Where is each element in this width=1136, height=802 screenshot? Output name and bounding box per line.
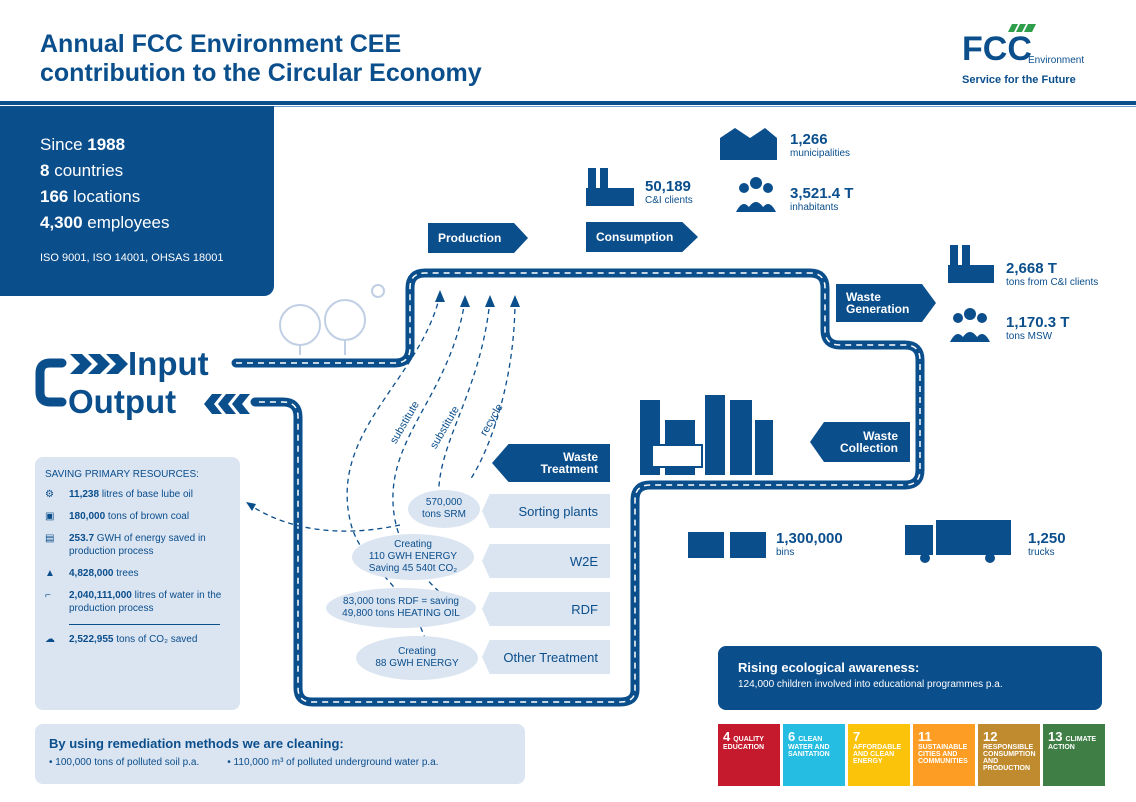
coal-cart-icon: ▣	[45, 511, 55, 522]
resource-item: ☁2,522,955 tons of CO₂ saved	[45, 634, 198, 645]
sign-waste-generation: Waste Generation	[836, 284, 936, 322]
resources-header: SAVING PRIMARY RESOURCES:	[45, 469, 199, 480]
iso-certifications: ISO 9001, ISO 14001, OHSAS 18001	[40, 252, 224, 264]
awareness-header: Rising ecological awareness:	[738, 660, 920, 675]
battery-icon: ▤	[45, 533, 55, 544]
awareness-text: 124,000 children involved into education…	[738, 679, 1003, 690]
treatment-sorting: Sorting plants	[482, 494, 610, 528]
sign-waste-treatment: Waste Treatment	[492, 444, 610, 482]
sdg-tile-11: 11SUSTAINABLE CITIES AND COMMUNITIES	[913, 724, 975, 786]
tap-icon: ⌐	[45, 590, 51, 601]
output-label: Output	[68, 383, 177, 420]
page-title: Annual FCC Environment CEE contribution …	[40, 30, 482, 87]
stat-bins: 1,300,000 bins	[776, 530, 843, 558]
sdg-tile-12: 12RESPONSIBLE CONSUMPTION AND PRODUCTION	[978, 724, 1040, 786]
result-srm: 570,000 tons SRM	[408, 490, 480, 528]
treatment-other: Other Treatment	[482, 640, 610, 674]
stat-ci-clients: 50,189 C&I clients	[645, 178, 693, 206]
locations-line: 166 locations	[40, 187, 141, 206]
employees-line: 4,300 employees	[40, 213, 170, 232]
since-line: Since 1988	[40, 135, 126, 154]
header-divider-thin	[0, 106, 1136, 107]
fcc-logo: FCC	[962, 24, 1036, 68]
remediation-soil: • 100,000 tons of polluted soil p.a.	[49, 757, 200, 768]
result-energy: Creating 110 GWH ENERGY Saving 45 540t C…	[352, 534, 474, 580]
logo-tagline: Service for the Future	[962, 74, 1076, 86]
remediation-water: • 110,000 m³ of polluted underground wat…	[227, 757, 439, 768]
tree-icon: ▲	[45, 568, 55, 579]
resource-item: ▲4,828,000 trees	[45, 568, 139, 579]
svg-text:FCC: FCC	[962, 30, 1032, 68]
saving-resources-panel: SAVING PRIMARY RESOURCES: ⚙11,238 litres…	[35, 457, 240, 710]
stat-trucks: 1,250 trucks	[1028, 530, 1066, 558]
remediation-header: By using remediation methods we are clea…	[49, 736, 344, 751]
sign-production: Production	[428, 223, 528, 253]
input-label: Input	[128, 345, 209, 382]
resource-item: ▣180,000 tons of brown coal	[45, 511, 190, 522]
treatment-w2e: W2E	[482, 544, 610, 578]
remediation-panel: By using remediation methods we are clea…	[35, 724, 525, 784]
co2-cloud-icon: ☁	[45, 634, 55, 645]
treatment-rdf: RDF	[482, 592, 610, 626]
result-rdf: 83,000 tons RDF = saving 49,800 tons HEA…	[326, 588, 476, 628]
resource-item: ⌐2,040,111,000 litres of water in the pr…	[45, 590, 222, 614]
resource-item: ⚙11,238 litres of base lube oil	[45, 489, 193, 500]
header-divider	[0, 101, 1136, 105]
sign-consumption: Consumption	[586, 222, 698, 252]
stat-tons-ci: 2,668 T tons from C&I clients	[1006, 260, 1099, 288]
stat-inhabitants: 3,521.4 T inhabitants	[790, 185, 854, 213]
company-facts-box: Since 1988 8 countries 166 locations 4,3…	[0, 106, 274, 296]
awareness-panel: Rising ecological awareness: 124,000 chi…	[718, 646, 1102, 710]
countries-line: 8 countries	[40, 161, 124, 180]
resource-item: ▤253.7 GWH of energy saved in production…	[45, 533, 206, 557]
sdg-tile-7: 7AFFORDABLE AND CLEAN ENERGY	[848, 724, 910, 786]
result-other-energy: Creating 88 GWH ENERGY	[356, 636, 478, 680]
stat-tons-msw: 1,170.3 T tons MSW	[1006, 314, 1070, 342]
stat-municipalities: 1,266 municipalities	[790, 131, 851, 159]
logo-subtitle: Environment	[1028, 55, 1085, 66]
sign-waste-collection: Waste Collection	[810, 422, 910, 462]
gears-icon: ⚙	[45, 489, 54, 500]
